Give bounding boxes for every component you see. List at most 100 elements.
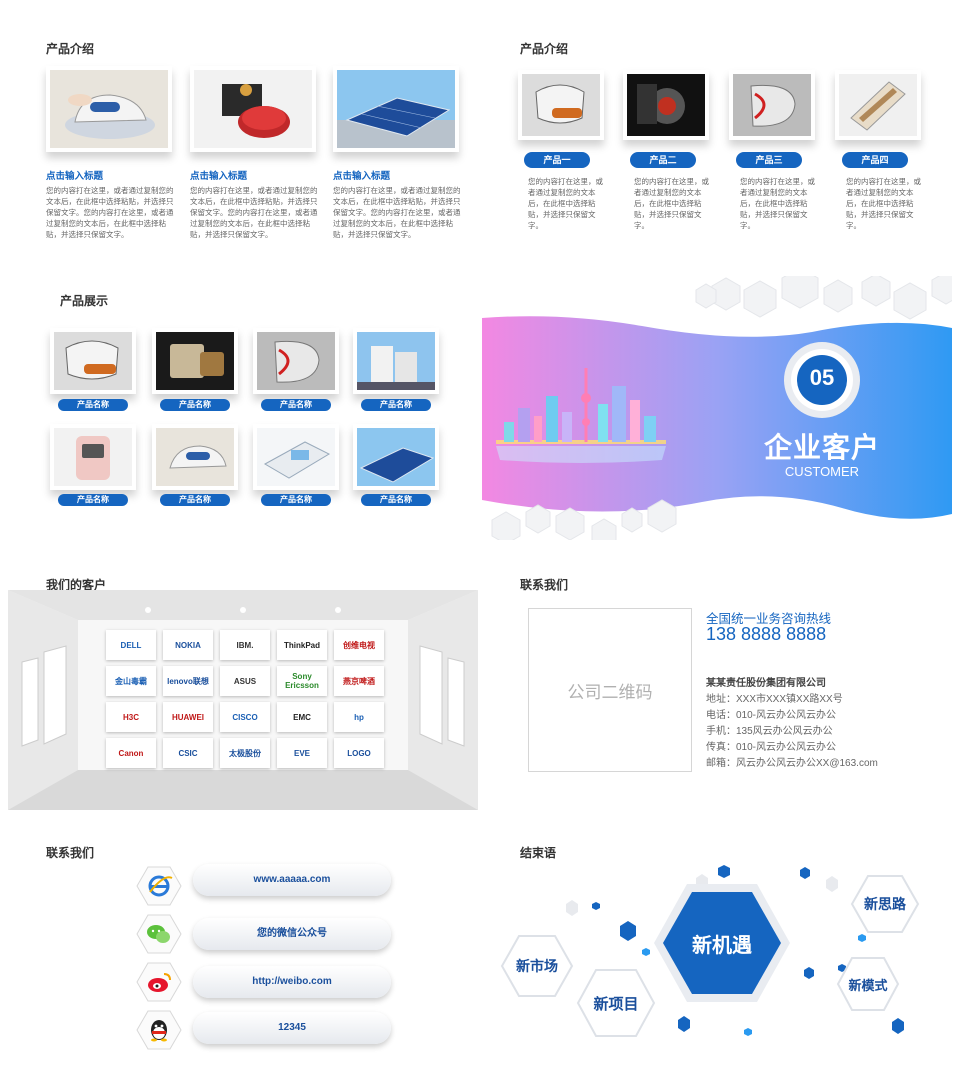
product-image	[253, 424, 339, 490]
item-heading[interactable]: 点击输入标题	[46, 171, 104, 182]
intro-item: 点击输入标题 您的内容打在这里，或者通过复制您的文本后，在此框中选择粘贴，并选择…	[46, 168, 174, 240]
product-image	[353, 424, 439, 490]
product-name-tag[interactable]: 产品名称	[361, 494, 431, 506]
fax: 传真：010-风云办公风云办公	[706, 742, 837, 753]
panel-title: 结束语	[520, 846, 557, 860]
customer-logo: EVE	[277, 738, 327, 768]
panel-contact-channels: 联系我们 www.aaaaa.com 您的微信公众号 http://weibo.…	[8, 838, 478, 1078]
phone: 电话：010-风云办公风云办公	[706, 710, 837, 721]
customer-logo: H3C	[106, 702, 156, 732]
panel-title: 产品展示	[60, 294, 109, 308]
weibo-link[interactable]: http://weibo.com	[193, 966, 391, 998]
product-image	[353, 328, 439, 394]
product-name-tag[interactable]: 产品名称	[261, 494, 331, 506]
product-image	[190, 66, 316, 152]
item-heading[interactable]: 点击输入标题	[190, 171, 248, 182]
city-skyline-illustration	[496, 368, 666, 463]
customer-logo: hp	[334, 702, 384, 732]
panel-title: 联系我们	[520, 578, 569, 592]
product-image	[835, 70, 921, 140]
customer-logo: 创维电视	[334, 630, 384, 660]
wechat-icon[interactable]	[136, 914, 182, 954]
product-name-tag[interactable]: 产品名称	[160, 399, 230, 411]
ie-icon[interactable]	[136, 866, 182, 906]
panel-section-customers: 05 企业客户 CUSTOMER	[482, 276, 952, 540]
customer-logo: IBM.	[220, 630, 270, 660]
item-text: 您的内容打在这里，或者通过复制您的文本后，在此框中选择粘贴，并选择只保留文字。您…	[46, 186, 174, 239]
qq-icon[interactable]	[136, 1010, 182, 1050]
company-name: 某某责任股份集团有限公司	[706, 678, 826, 689]
hexagon-top-right: 新思路	[850, 874, 920, 934]
product-text: 您的内容打在这里，或者通过复制您的文本后，在此框中选择粘贴，并选择只保留文字。	[846, 177, 921, 230]
product-image	[253, 328, 339, 394]
panel-product-intro-1: 产品介绍 点击输入标题 您的内容打在这里，或者通过复制您的文本后，在此框中选择粘…	[8, 30, 478, 296]
panel-product-showcase: 产品展示 产品名称 产品名称 产品名称 产品名称 产品名称 产品名称 产品名称 …	[8, 280, 478, 546]
product-image	[623, 70, 709, 140]
hexagon-right: 新模式	[836, 956, 900, 1012]
product-label-2[interactable]: 产品二	[630, 152, 696, 168]
gallery-room-background	[8, 590, 478, 810]
panel-our-customers: 我们的客户 DELL NOKIA IBM. ThinkPad 创维电视 金山毒霸…	[8, 570, 478, 810]
hexagon-center-label: 新机遇	[692, 934, 752, 957]
product-name-tag[interactable]: 产品名称	[160, 494, 230, 506]
hotline-number[interactable]: 138 8888 8888	[706, 624, 827, 644]
customer-logo: NOKIA	[163, 630, 213, 660]
section-background	[482, 276, 952, 540]
product-image	[333, 66, 459, 152]
customer-logo: ASUS	[220, 666, 270, 696]
product-label-1[interactable]: 产品一	[524, 152, 590, 168]
panel-closing: 结束语 新机遇 新市场 新项目	[482, 838, 952, 1078]
hexagon-left: 新市场	[500, 934, 574, 998]
product-label-4[interactable]: 产品四	[842, 152, 908, 168]
customer-logo: EMC	[277, 702, 327, 732]
hexagon-left-label: 新市场	[516, 958, 558, 974]
wechat-account[interactable]: 您的微信公众号	[193, 918, 391, 950]
item-text: 您的内容打在这里，或者通过复制您的文本后，在此框中选择粘贴，并选择只保留文字。您…	[333, 186, 461, 239]
customer-logo: DELL	[106, 630, 156, 660]
panel-title: 联系我们	[46, 846, 95, 860]
hexagon-bottom: 新项目	[576, 968, 656, 1038]
product-image	[50, 424, 136, 490]
panel-title: 产品介绍	[46, 42, 95, 56]
customer-logo: Sony Ericsson	[277, 666, 327, 696]
mobile: 手机：135风云办公风云办公	[706, 726, 833, 737]
customer-logo: 太极股份	[220, 738, 270, 768]
email[interactable]: 邮箱：风云办公风云办公XX@163.com	[706, 758, 878, 769]
qq-number[interactable]: 12345	[193, 1012, 391, 1044]
section-number: 05	[809, 365, 835, 390]
product-text: 您的内容打在这里，或者通过复制您的文本后，在此框中选择粘贴，并选择只保留文字。	[528, 177, 603, 230]
product-name-tag[interactable]: 产品名称	[58, 399, 128, 411]
product-image	[518, 70, 604, 140]
product-image	[152, 328, 238, 394]
product-label-3[interactable]: 产品三	[736, 152, 802, 168]
hexagon-bottom-label: 新项目	[593, 995, 639, 1013]
panel-product-intro-2: 产品介绍 产品一 产品二 产品三 产品四 您的内容打在这里，或者通过复制您的文本…	[482, 30, 952, 296]
section-title: 企业客户	[763, 432, 880, 463]
item-heading[interactable]: 点击输入标题	[333, 171, 391, 182]
product-image	[50, 328, 136, 394]
item-text: 您的内容打在这里，或者通过复制您的文本后，在此框中选择粘贴，并选择只保留文字。您…	[190, 186, 318, 239]
customer-logo: lenovo联想	[163, 666, 213, 696]
product-name-tag[interactable]: 产品名称	[361, 399, 431, 411]
product-text: 您的内容打在这里，或者通过复制您的文本后，在此框中选择粘贴，并选择只保留文字。	[634, 177, 709, 230]
hexagon-top-right-label: 新思路	[864, 896, 906, 912]
customer-logo: LOGO	[334, 738, 384, 768]
customer-logo: ThinkPad	[277, 630, 327, 660]
decorative-hexagons	[566, 865, 904, 1036]
product-image	[729, 70, 815, 140]
customer-logo: CISCO	[220, 702, 270, 732]
panel-title: 我们的客户	[46, 578, 107, 592]
customer-logo: CSIC	[163, 738, 213, 768]
intro-item: 点击输入标题 您的内容打在这里，或者通过复制您的文本后，在此框中选择粘贴，并选择…	[333, 168, 461, 240]
customer-logo: HUAWEI	[163, 702, 213, 732]
product-name-tag[interactable]: 产品名称	[58, 494, 128, 506]
customer-logo: Canon	[106, 738, 156, 768]
product-name-tag[interactable]: 产品名称	[261, 399, 331, 411]
panel-contact-details: 联系我们 公司二维码 全国统一业务咨询热线 138 8888 8888 某某责任…	[482, 570, 952, 810]
section-subtitle: CUSTOMER	[784, 464, 860, 479]
product-image	[152, 424, 238, 490]
weibo-icon[interactable]	[136, 962, 182, 1002]
intro-item: 点击输入标题 您的内容打在这里，或者通过复制您的文本后，在此框中选择粘贴，并选择…	[190, 168, 318, 240]
website-link[interactable]: www.aaaaa.com	[193, 864, 391, 896]
product-text: 您的内容打在这里，或者通过复制您的文本后，在此框中选择粘贴，并选择只保留文字。	[740, 177, 815, 230]
